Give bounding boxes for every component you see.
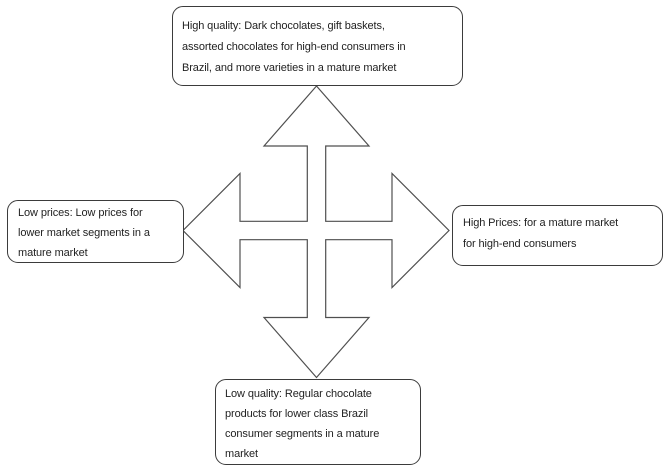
box-high-quality-line: Brazil, and more varieties in a mature m… <box>182 62 397 74</box>
box-low-quality-line: products for lower class Brazil <box>225 408 369 420</box>
box-low-quality: Low quality: Regular chocolate products … <box>215 379 421 465</box>
box-low-quality-line: market <box>225 448 259 460</box>
box-low-prices: Low prices: Low prices for lower market … <box>7 200 184 263</box>
box-high-quality: High quality: Dark chocolates, gift bask… <box>172 6 463 86</box>
box-high-quality-line: High quality: Dark chocolates, gift bask… <box>182 20 385 32</box>
box-high-prices-line: for high-end consumers <box>463 238 577 250</box>
box-low-prices-line: Low prices: Low prices for <box>18 207 143 219</box>
box-low-prices-line: lower market segments in a <box>18 227 150 239</box>
four-way-arrow-shape <box>182 85 450 379</box>
box-low-prices-line: mature market <box>18 247 88 259</box>
box-high-prices-line: High Prices: for a mature market <box>463 217 619 229</box>
box-high-prices: High Prices: for a mature market for hig… <box>452 205 663 266</box>
box-low-quality-line: Low quality: Regular chocolate <box>225 388 372 400</box>
box-low-quality-line: consumer segments in a mature <box>225 428 380 440</box>
box-high-quality-line: assorted chocolates for high-end consume… <box>182 41 406 53</box>
